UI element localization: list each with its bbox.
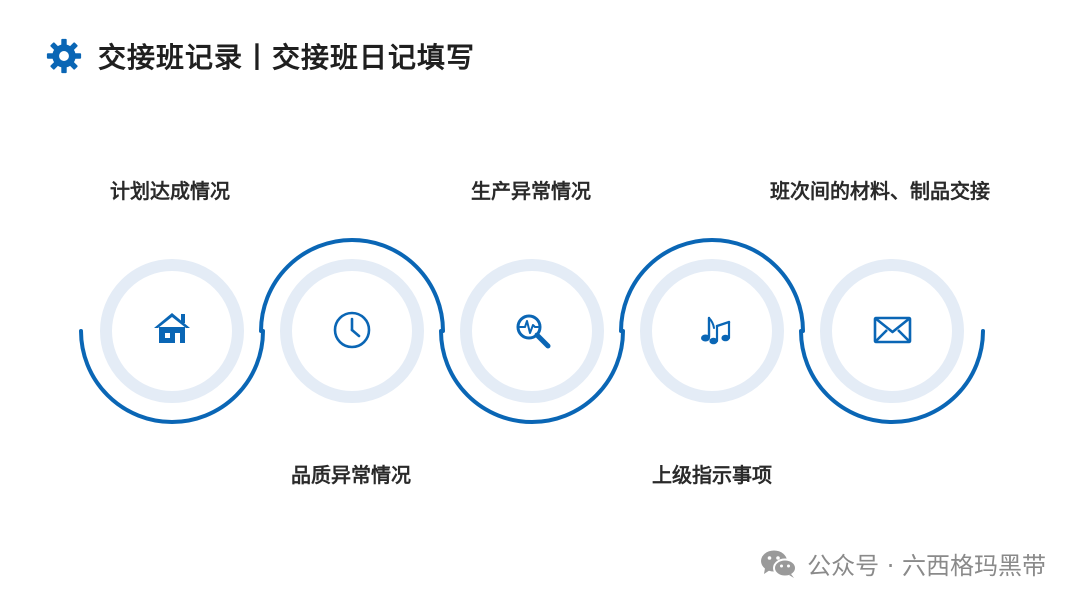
- magnifier-pulse-icon: [516, 314, 551, 349]
- step-1: [79, 259, 265, 424]
- step-1-ring: [100, 259, 244, 403]
- wechat-icon: [761, 550, 798, 578]
- step-3-arc: [439, 329, 625, 424]
- step-2-label: 品质异常情况: [291, 463, 411, 487]
- music-note-icon: [701, 316, 731, 345]
- step-1-arc: [79, 329, 265, 424]
- step-3-label: 生产异常情况: [471, 179, 591, 203]
- step-5-label: 班次间的材料、制品交接: [770, 179, 990, 203]
- step-5: [799, 259, 985, 424]
- watermark: 公众号 · 六西格玛黑带: [759, 546, 1046, 581]
- step-5-ring: [820, 259, 964, 403]
- gear-icon: [46, 38, 82, 74]
- house-icon: [154, 313, 190, 343]
- step-4: [619, 238, 805, 403]
- step-3: [439, 259, 625, 424]
- clock-icon: [333, 311, 371, 349]
- step-2: [259, 238, 445, 403]
- step-5-arc: [799, 329, 985, 424]
- step-3-ring: [460, 259, 604, 403]
- step-4-arc: [619, 238, 805, 333]
- step-1-label: 计划达成情况: [110, 179, 230, 203]
- step-4-label: 上级指示事项: [652, 463, 772, 487]
- envelope-icon: [873, 316, 912, 344]
- step-2-arc: [259, 238, 445, 333]
- page-header: 交接班记录丨交接班日记填写: [46, 32, 475, 80]
- step-2-ring: [280, 259, 424, 403]
- watermark-text: 公众号 · 六西格玛黑带: [807, 552, 1046, 580]
- page-title: 交接班记录丨交接班日记填写: [98, 41, 476, 74]
- step-4-ring: [640, 259, 784, 403]
